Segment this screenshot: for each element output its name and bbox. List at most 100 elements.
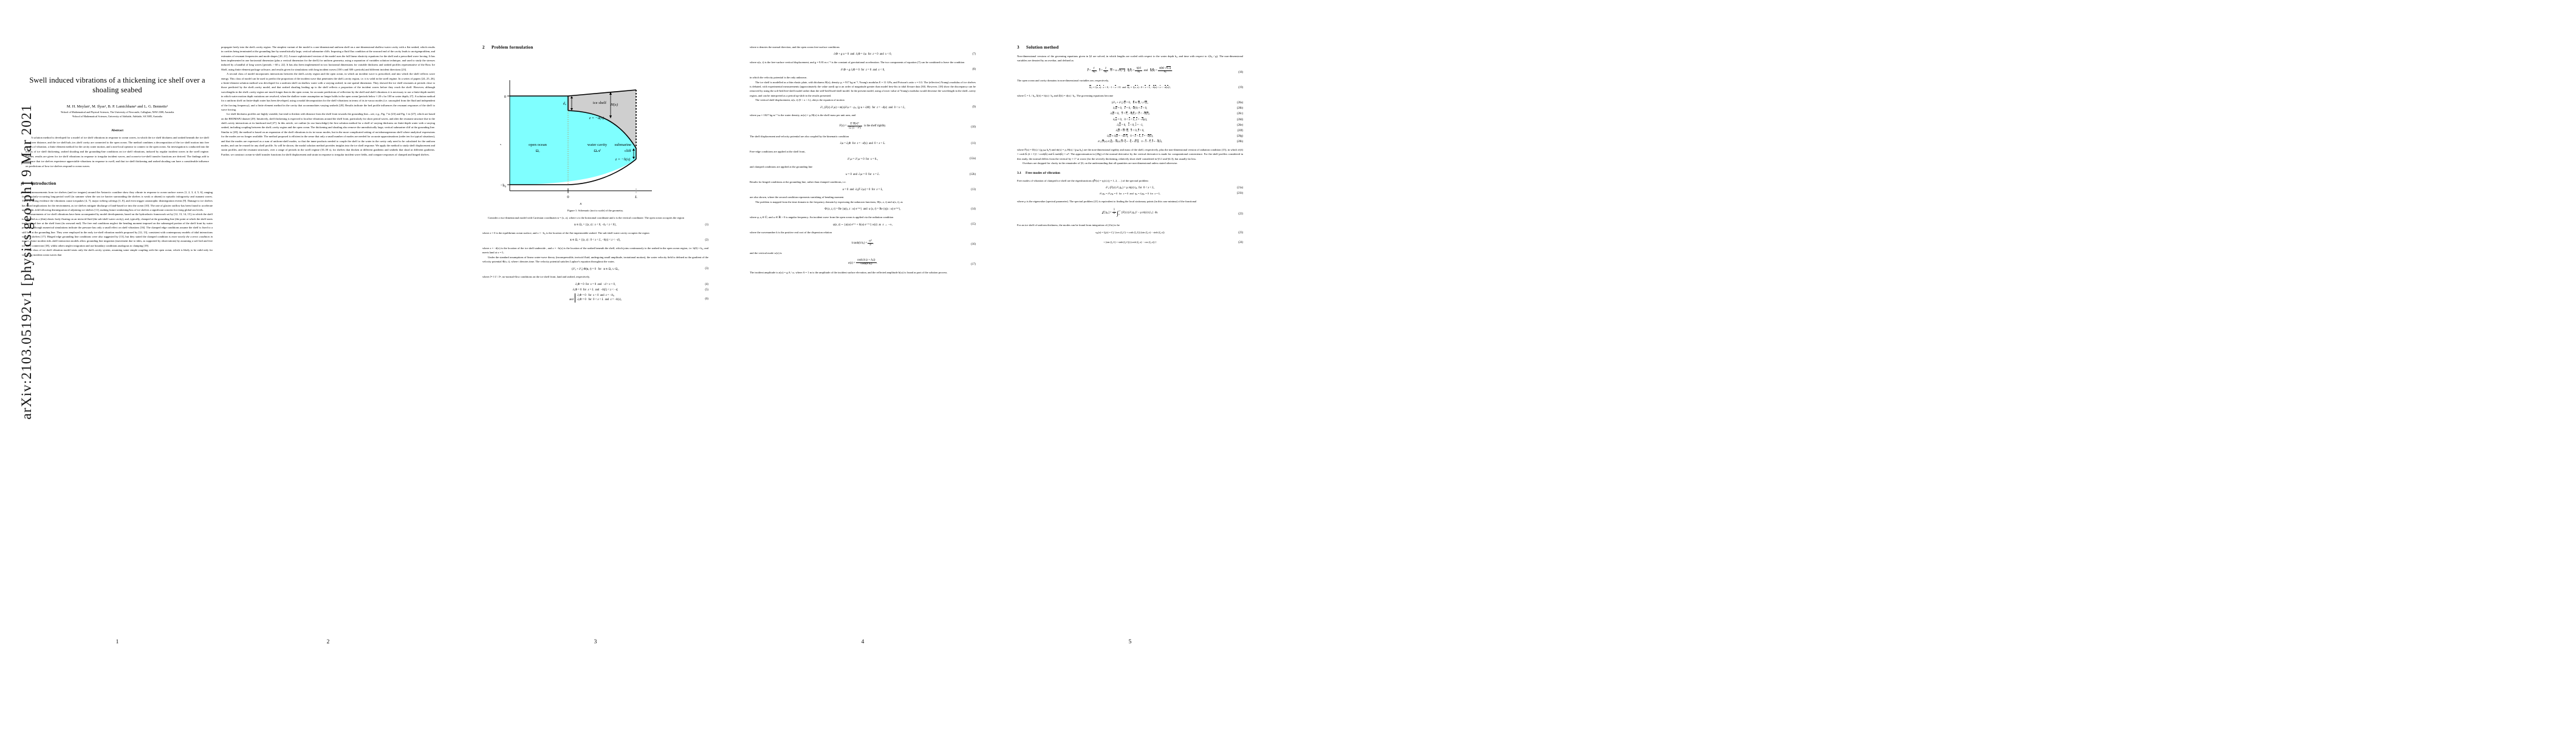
equation-body: w(z) = cosh{k (z + h0)}cosh(k h0). bbox=[848, 259, 878, 266]
paragraph: For an ice shelf of uniform thickness, t… bbox=[1017, 224, 1120, 227]
equation-body: + (sin (ζj L) + sinh (ζj L)) (cosh (ζj x… bbox=[1103, 241, 1157, 245]
figure-caption: Figure 1: Schematic (not to scale) of th… bbox=[567, 209, 624, 212]
equation-body: ηfr(x) = ξj(x) = Cj{ (cos (ζj L) + cosh … bbox=[1095, 230, 1165, 234]
paragraph: where the wavenumber k is the positive r… bbox=[750, 231, 832, 234]
label-x-zero: 0 bbox=[567, 195, 569, 199]
equation-body: ∂2x̄ (F(x) ∂2x̄η) − m(x) ω2 η = −η + iω … bbox=[1097, 139, 1162, 144]
equation-tag: (10) bbox=[971, 125, 976, 129]
label-x-L: L bbox=[634, 195, 637, 199]
label-submarine: submarine bbox=[615, 143, 632, 147]
ice-shelf-region bbox=[568, 90, 636, 148]
abstract-heading: Abstract bbox=[111, 128, 124, 132]
equation-23: ηfr(x) = ξj(x) = Cj{ (cos (ζj L) + cosh … bbox=[1017, 231, 1243, 236]
draft-arrow-down bbox=[570, 108, 573, 111]
paragraph: Overbars are dropped for clarity in the … bbox=[1023, 162, 1178, 165]
page-1-body: Seismic measurements from ice shelves (a… bbox=[22, 190, 213, 257]
equation-tag: (20h) bbox=[1236, 140, 1243, 144]
equation-body: ∂n̄φ = 0, 0 < x < L, z = −h(x), bbox=[1112, 117, 1148, 122]
label-seabed: z = −h(x) bbox=[615, 157, 631, 162]
section-number: 2 bbox=[482, 45, 485, 50]
equation-tag: (5) bbox=[705, 288, 708, 292]
equation-body: Ωo = {(x, z) : x < 0, −1 < z < 0} and Ωc… bbox=[1089, 85, 1171, 89]
equation-tag: (18) bbox=[1238, 70, 1243, 74]
equation-body: ∂2x (F(x) ∂2xηfr) = μ m(x) ηfr for 0 < x… bbox=[1105, 185, 1155, 190]
water-region bbox=[510, 96, 636, 185]
equation-4: ∂xΦ = 0 for x = 0 and −d < z < 0, (4) bbox=[482, 282, 708, 287]
equation-20e: ∂z̄φ = 0, x < 0, z = −1, (20e) bbox=[1017, 123, 1243, 128]
figure-1: 0 −h₀ 0 L x z ice shelf H(x) d₀ z = −d(x… bbox=[482, 56, 708, 212]
paragraph: One class of ice shelf vibration model t… bbox=[22, 248, 213, 256]
page-5: 3 Solution method Non-dimensional version… bbox=[996, 0, 1264, 729]
equation-20f: ∂z̄φ = ω2 φ, x < 0, z = 0, (20f) bbox=[1017, 128, 1243, 134]
thickness-arrow-down bbox=[609, 115, 612, 118]
equation-body: ∂n̄φ ≈ ∂z̄φ = −iω η, 0 < x < L, z = −d(x… bbox=[1107, 134, 1153, 139]
equation-tag: (11) bbox=[971, 142, 976, 146]
equation-tag: (20g) bbox=[1236, 135, 1243, 139]
equation-body: ∂2xηfr = ∂3xηfr = 0 for x = 0 and ηfr = … bbox=[1099, 191, 1161, 196]
equation-tag: (3) bbox=[705, 267, 708, 271]
equation-tag: (21b) bbox=[1236, 192, 1243, 196]
paragraph: The problem is mapped from the time doma… bbox=[755, 200, 903, 204]
page-number: 4 bbox=[861, 639, 865, 645]
equation-tag: (12a) bbox=[970, 157, 976, 161]
paragraph: Under the standard assumptions of linear… bbox=[482, 255, 708, 264]
equation-24: + (sin (ζj L) + sinh (ζj L)) (cosh (ζj x… bbox=[1017, 241, 1243, 245]
page-4-body: where n denotes the normal direction, an… bbox=[750, 45, 976, 275]
paragraph: where F̄(x) = D(x) / (g ρ𝓌 h₀⁴) and m̄(x… bbox=[1017, 148, 1243, 160]
paragraph: where L̄ = L / h₀, h̄(x̄) = h(x) / h₀ an… bbox=[1017, 94, 1114, 97]
equation-tag: (20a) bbox=[1237, 101, 1243, 104]
label-thickness: H(x) bbox=[610, 103, 618, 107]
equation-tag: (21a) bbox=[1237, 186, 1243, 190]
shoaling-seabed bbox=[567, 159, 637, 185]
paragraph: where ∂• ≡ ∂ / ∂•, no-normal-flow condit… bbox=[482, 275, 590, 279]
equation-tag: (20b) bbox=[1236, 107, 1243, 111]
equation-20d: ∂n̄φ = 0, 0 < x < L, z = −h(x), (20d) bbox=[1017, 117, 1243, 123]
paragraph: Free-edge conditions are applied at the … bbox=[750, 150, 806, 154]
section-title: Solution method bbox=[1026, 45, 1059, 50]
author-list: M. H. Meylan¹, M. Ilyas¹, B. P. Lamichha… bbox=[66, 104, 168, 109]
abstract-body: A solution method is developed for a mod… bbox=[26, 135, 209, 169]
equation-body: u = 0 and ∂x(F ∂xu) = 0 for x = L, bbox=[842, 188, 883, 191]
equation-tag: (9) bbox=[972, 106, 976, 109]
equation-tag: (8) bbox=[972, 68, 976, 72]
equation-15: φ(x, z) ∼ {a(ω) ei k x + b(ω) e−i k x} w… bbox=[750, 222, 976, 227]
equation-body: ∂x̄φ = 0, x = L, −h(L) < z < −d(L), bbox=[1110, 111, 1150, 116]
paragraph: where z = 0 is the equilibrium ocean sur… bbox=[482, 231, 649, 234]
equation-group-20: (∂2x̄ + ∂2z̄) φ = 0, x ∈ Ωo ∪ Ωc, (20a) … bbox=[1017, 100, 1243, 145]
section-title: Problem formulation bbox=[492, 45, 533, 50]
page-4: where n denotes the normal direction, an… bbox=[729, 0, 996, 729]
equation-tag: (20d) bbox=[1236, 118, 1243, 122]
label-z-axis: z bbox=[499, 144, 502, 146]
paragraph: where μ is the eigenvalue (spectral para… bbox=[1017, 200, 1197, 204]
equation-tag: (22) bbox=[1238, 213, 1243, 216]
equation-body: (∂2x̄ + ∂2z̄) φ = 0, x ∈ Ωo ∪ Ωc, bbox=[1111, 100, 1149, 105]
equation-tag: (20e) bbox=[1237, 123, 1243, 127]
equation-20g: ∂n̄φ ≈ ∂z̄φ = −iω η, 0 < x < L, z = −d(x… bbox=[1017, 134, 1243, 139]
page-2: propagate freely into the shelf–cavity r… bbox=[200, 0, 456, 729]
page-2-body: propagate freely into the shelf–cavity r… bbox=[221, 45, 435, 157]
page-5-body: Non-dimensional versions of the governin… bbox=[1017, 54, 1243, 245]
equation-body: ∂tu = ∂nΦ for z = −d(x) and 0 < x < L. bbox=[840, 142, 886, 146]
equation-body: and ∂zΦ = 0 for x < 0 and z = −h0, ∂nΦ =… bbox=[569, 293, 622, 303]
paragraph: and the vertical mode w(z) is bbox=[750, 251, 782, 255]
subsection-number: 3.1 bbox=[1017, 171, 1021, 175]
equation-tag: (6) bbox=[705, 297, 708, 301]
page-number: 5 bbox=[1128, 639, 1132, 645]
equation-20c: ∂x̄φ = 0, x = L, −h(L) < z < −d(L), (20c… bbox=[1017, 111, 1243, 117]
draft-arrow-up bbox=[570, 96, 573, 98]
equation-21a: ∂2x (F(x) ∂2xηfr) = μ m(x) ηfr for 0 < x… bbox=[1017, 186, 1243, 191]
abstract-paragraph: A solution method is developed for a mod… bbox=[26, 135, 209, 168]
paragraph: propagate freely into the shelf–cavity r… bbox=[221, 46, 435, 71]
equation-tag: (13) bbox=[971, 188, 976, 191]
section-number: 3 bbox=[1017, 45, 1019, 50]
equation-6: and ∂zΦ = 0 for x < 0 and z = −h0, ∂nΦ =… bbox=[482, 293, 708, 303]
paragraph: The incident amplitude is a(ω) = g A / ω… bbox=[750, 270, 948, 274]
section-number: 1 bbox=[22, 180, 24, 186]
page-3-body: Consider a two-dimensional model with Ca… bbox=[482, 216, 708, 303]
equation-body: x ∈ Ωc = {(x, z) : 0 < x < L, −h(x) < z … bbox=[570, 239, 621, 242]
paragraph: Ice shelf thickness profiles are highly … bbox=[221, 112, 435, 156]
